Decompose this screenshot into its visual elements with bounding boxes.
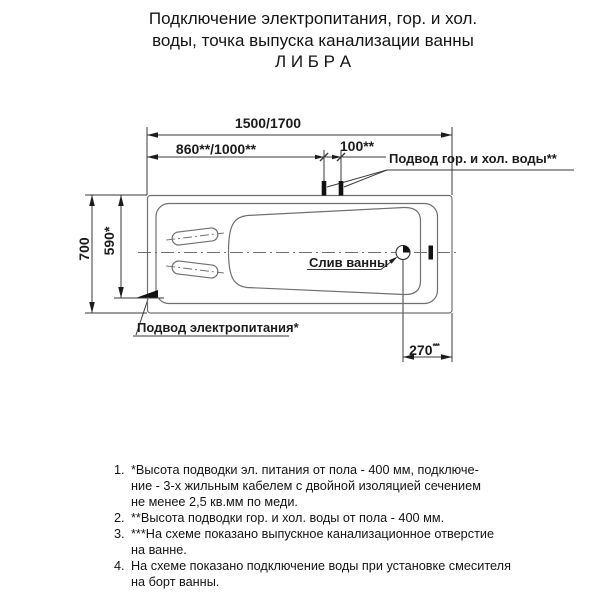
dim-drain-offset: 270*** <box>409 342 440 358</box>
note-3-number: 3. <box>114 527 125 541</box>
note-3-line-1: ***На схеме показано выпускное канализац… <box>131 527 495 541</box>
connection-marks <box>137 181 433 298</box>
grip-upper <box>166 227 224 246</box>
note-1-line-3: не менее 2,5 кв.мм по меди. <box>131 495 298 509</box>
dimension-arrowheads <box>89 132 452 360</box>
dim-power-offset: 590* <box>101 226 117 256</box>
title-line-3: Л И Б Р А <box>274 52 352 71</box>
cold-water-point <box>338 181 344 196</box>
note-4: 4. На схеме показано подключение воды пр… <box>114 558 584 590</box>
note-2-line-1: **Высота подводки гор. и хол. воды от по… <box>131 511 445 525</box>
note-2: 2. **Высота подводки гор. и хол. воды от… <box>114 510 584 526</box>
bathtub-outer-edge <box>146 194 453 314</box>
note-2-number: 2. <box>114 511 125 525</box>
note-4-number: 4. <box>114 559 125 573</box>
dim-width: 700 <box>76 237 92 261</box>
dim-drain-offset-suffix: *** <box>432 342 440 351</box>
dim-water-offset: 860**/1000** <box>175 141 257 157</box>
page-title: Подключение электропитания, гор. и хол. … <box>13 8 600 73</box>
note-1-line-2: ние - 3-х жильным кабелем с двойной изол… <box>131 479 481 493</box>
notes-block: 1. *Высота подводки эл. питания от пола … <box>114 462 584 590</box>
dim-overall-length: 1500/1700 <box>234 115 302 131</box>
label-water-supply: Подвод гор. и хол. воды** <box>389 151 557 166</box>
title-line-2: воды, точка выпуска канализации ванны <box>152 30 474 50</box>
label-power-supply: Подвод электропитания* <box>137 320 299 335</box>
note-3-line-2: на ванне. <box>131 543 187 557</box>
note-1-number: 1. <box>114 463 125 477</box>
bathtub-body <box>138 194 458 314</box>
dim-water-spacing: 100** <box>339 138 375 154</box>
bathtub-rim <box>155 202 439 305</box>
note-3: 3. ***На схеме показано выпускное канали… <box>114 526 584 558</box>
note-1: 1. *Высота подводки эл. питания от пола … <box>114 462 584 510</box>
bathtub-basin <box>227 206 422 296</box>
power-supply-point <box>137 290 158 298</box>
drain-symbol <box>395 244 411 261</box>
note-4-line-1: На схеме показано подключение воды при у… <box>131 559 511 573</box>
overflow-mark <box>428 245 433 260</box>
dim-drain-offset-value: 270 <box>409 342 433 358</box>
grip-lower <box>166 260 224 279</box>
hot-water-point <box>321 181 327 196</box>
note-1-line-1: *Высота подводки эл. питания от пола - 4… <box>131 463 479 477</box>
label-drain: Слив ванны <box>309 255 389 270</box>
note-4-line-2: на борт ванны. <box>131 575 220 589</box>
title-line-1: Подключение электропитания, гор. и хол. <box>148 9 478 28</box>
